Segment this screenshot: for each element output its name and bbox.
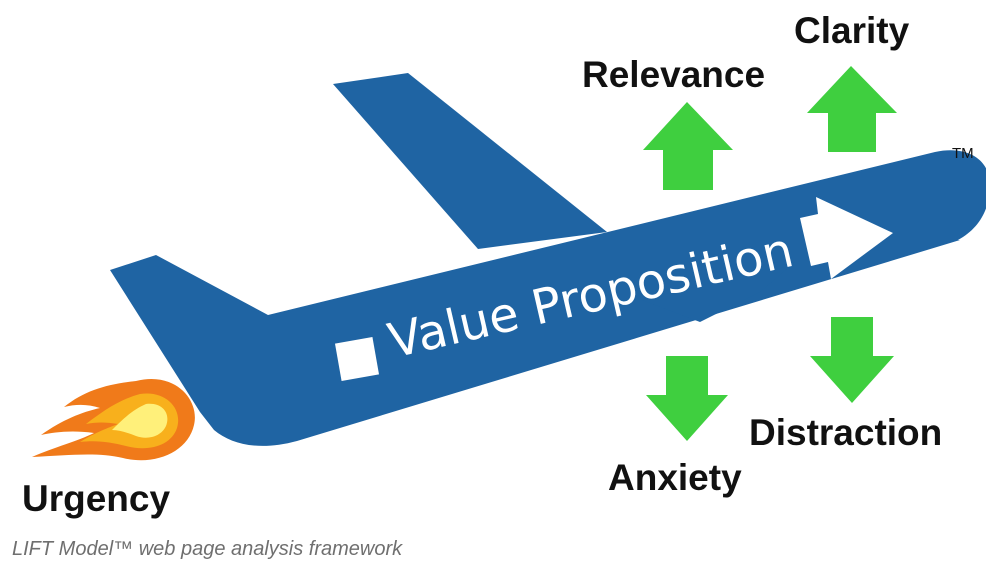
flame-inner <box>112 403 168 438</box>
flame-icon <box>32 378 195 461</box>
trademark-label: TM <box>952 145 974 162</box>
urgency-label: Urgency <box>22 478 170 519</box>
right-arrow-icon <box>800 197 893 279</box>
white-square <box>334 336 380 382</box>
upper-wing <box>333 73 607 249</box>
distraction-label: Distraction <box>749 412 942 453</box>
anxiety-label: Anxiety <box>608 457 742 498</box>
airplane-icon <box>110 73 986 446</box>
relevance-up-arrow-icon <box>643 102 733 190</box>
clarity-up-arrow-icon <box>807 66 897 152</box>
relevance-label: Relevance <box>582 54 765 95</box>
fuselage <box>110 150 986 446</box>
distraction-down-arrow-icon <box>810 317 894 403</box>
lower-wing <box>642 262 795 322</box>
figure-caption: LIFT Model™ web page analysis framework <box>12 538 403 560</box>
anxiety-down-arrow-icon <box>646 356 728 441</box>
clarity-label: Clarity <box>794 10 910 51</box>
